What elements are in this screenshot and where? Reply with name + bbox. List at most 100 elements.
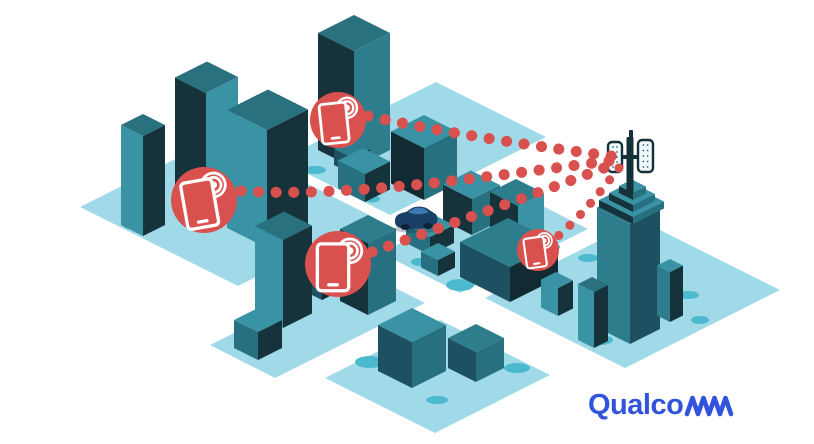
building-left-tower-wide [227,89,308,248]
building-right-face [670,265,683,322]
signal-dotted-link-4 [552,163,624,242]
building-left-face [255,226,283,328]
building-left-face [578,284,594,348]
smartphone-signal-icon-3 [305,231,371,297]
building-top-face [541,272,573,288]
building-lower-left-tall [255,211,312,328]
antenna-panel-dot [646,166,649,168]
building-top-face [234,308,282,332]
building-top-face [318,15,390,51]
building-right-face [354,33,390,168]
building-right-face [258,320,282,360]
antenna-panel-dot [642,149,645,152]
building-top-face [657,259,683,272]
antenna-mast [626,137,634,194]
building-top-face [378,308,446,342]
building-lower-small-cube [234,308,282,360]
building-left-face [609,193,633,212]
building-left-face [599,200,633,224]
antenna-panel-dot [646,160,649,163]
antenna-panel-dot [646,144,649,146]
antenna-panel-dot [616,161,618,163]
qualcomm-logo: Qualco [588,389,734,421]
antenna-panel-dot [642,144,645,146]
building-right-face [476,338,504,382]
smartphone-signal-icon-2 [171,167,237,233]
building-skyscraper-annex-left [578,277,608,348]
antenna-panel-dot [646,149,649,152]
antenna-panel-dot [642,160,645,163]
qualcomm-wordmark-text: Qualco [588,389,683,421]
building-left-face [234,320,258,360]
antenna-panel-dot [612,166,614,168]
antenna-panel-dot [616,146,618,148]
building-right-face [630,209,660,344]
antenna-cap [629,130,633,139]
signal-dotted-link-1 [362,110,625,163]
building-left-face [460,242,510,302]
building-left-face [448,338,476,382]
building-bottom-cube-large [378,308,446,388]
building-right-face [633,186,646,200]
antenna-panel [636,138,655,174]
building-bottom-cube-small [448,324,504,382]
antenna-panel-frame [636,138,655,174]
smartphone-signal-icon-1 [310,92,366,148]
water-puddle [691,316,709,324]
building-right-face [633,194,655,212]
phone-home-bar [327,283,339,287]
phone-home-bar [532,262,541,265]
water-puddle [504,363,530,373]
car-wheel [400,224,410,230]
phone-body-icon [179,177,221,231]
building-top-face [448,324,504,352]
antenna-panel-dot [642,166,645,168]
car-wheel [423,223,433,229]
building-right-face [143,125,165,236]
water-puddle [304,166,326,174]
building-top-face [490,179,544,206]
water-puddle [426,396,448,404]
antenna-panel-dot [646,155,649,157]
building-top-face [443,170,500,199]
building-top-face [421,243,455,260]
building-top-face [338,148,390,174]
antenna-panel-dot [612,146,614,148]
building-left-face [657,265,670,322]
building-right-face [594,285,608,348]
building-top-face [121,114,165,136]
building-right-face [438,251,455,276]
building-top-face [255,211,312,240]
building-tower-side-cube [541,272,573,316]
building-left-face [378,325,412,388]
phone-body-icon [317,100,351,146]
building-top-face [578,277,608,292]
water-puddle [355,356,385,368]
car-window [408,207,429,215]
building-skyscraper-annex-right [657,259,683,322]
building-right-face [267,109,308,248]
building-left-face [406,225,430,255]
antenna-panel-dot [616,151,618,153]
building-right-face [412,325,446,388]
building-top-face [175,61,238,93]
phone-home-bar [196,218,209,224]
antenna-panel-dot [642,155,645,157]
smartphone-signal-icon-4 [517,229,559,271]
connected-car [394,206,438,233]
building-right-face [283,225,312,328]
phone-home-bar [330,136,341,140]
building-left-face [541,279,558,316]
building-right-face [558,280,573,316]
building-left-face [619,186,633,200]
building-top-face [227,89,308,130]
water-puddle [578,254,598,262]
qualcomm-wave-m-glyph [684,395,734,417]
building-mid-small-cube-front [421,243,455,276]
building-right-face [633,201,664,224]
building-left-face [227,110,267,248]
building-left-face [421,251,438,276]
building-left-face [121,125,143,236]
